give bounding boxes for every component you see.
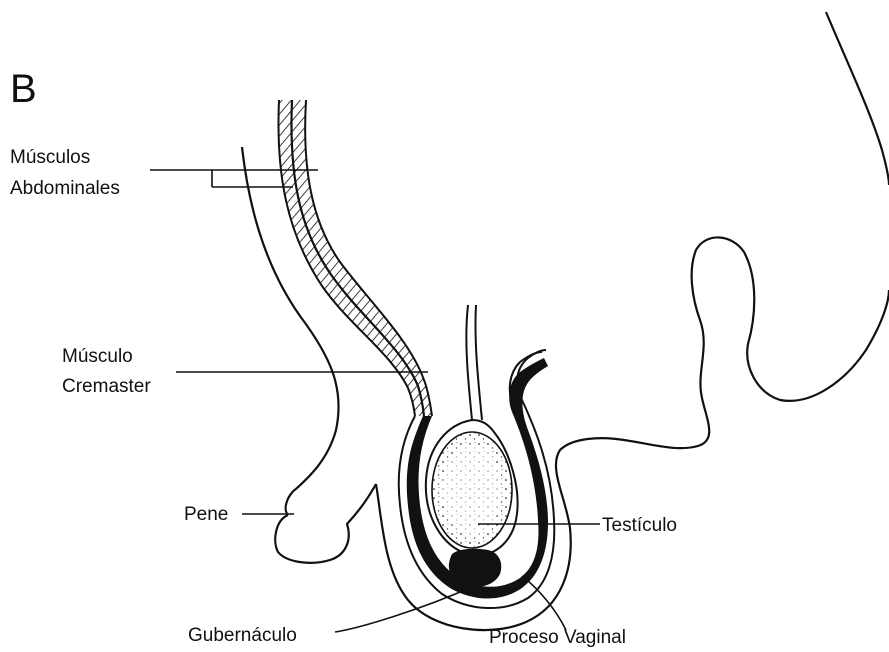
label-musculos-abdominales-1: Músculos <box>10 147 90 168</box>
label-musculos-abdominales-2: Abdominales <box>10 178 120 199</box>
label-musculo-cremaster-2: Cremaster <box>62 376 151 397</box>
label-gubernaculo: Gubernáculo <box>188 625 297 646</box>
spermatic-cord <box>466 305 482 420</box>
panel-letter: B <box>10 67 37 111</box>
label-proceso-vaginal: Proceso Vaginal <box>489 627 626 648</box>
body-outline <box>242 12 889 630</box>
testis-shape <box>426 420 518 555</box>
label-pene: Pene <box>184 504 228 525</box>
label-musculo-cremaster-1: Músculo <box>62 346 133 367</box>
leader-lines <box>150 170 600 632</box>
label-testiculo: Testículo <box>602 515 677 536</box>
abdominal-muscles-shape <box>278 100 432 416</box>
